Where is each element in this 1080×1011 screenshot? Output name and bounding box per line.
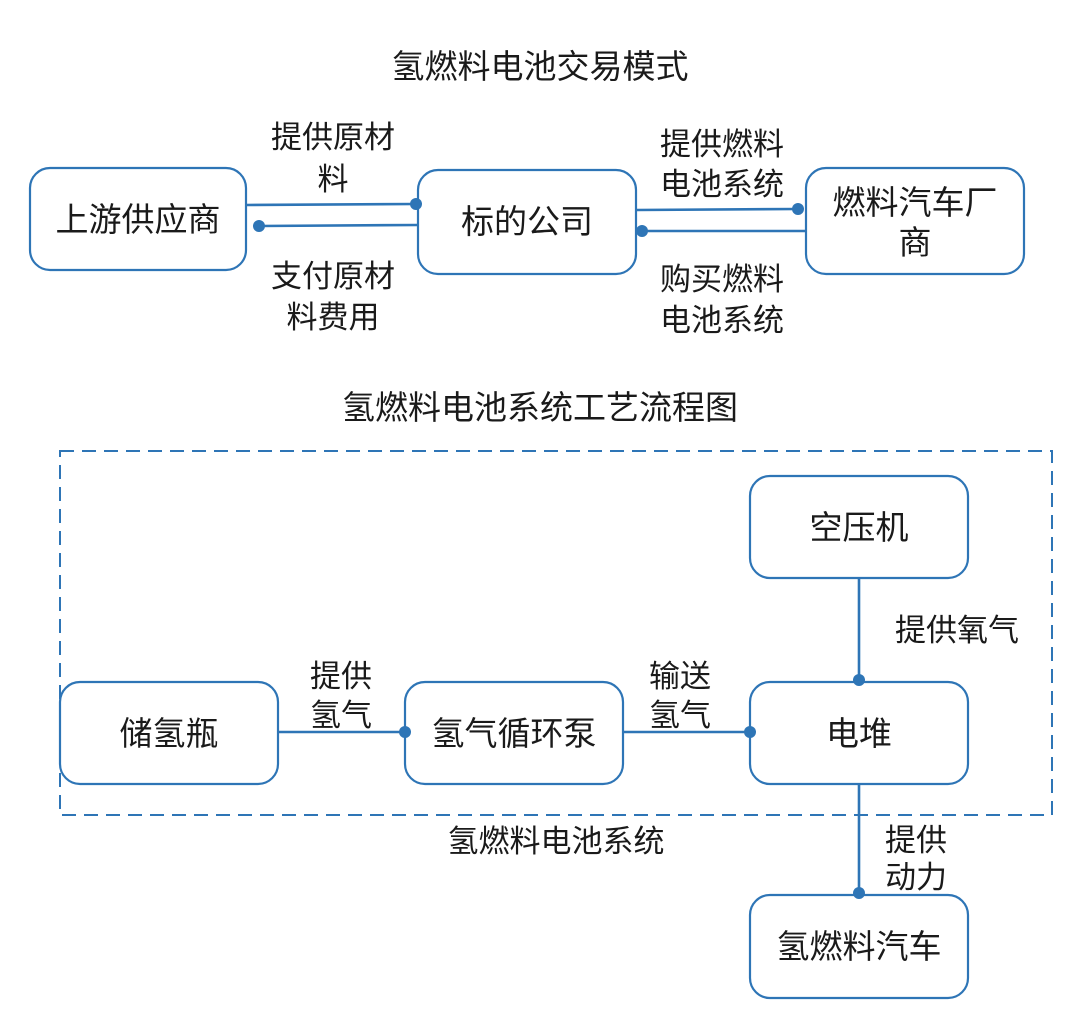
- edge-buy-fuel-cell-system-label-line2: 电池系统: [660, 303, 784, 339]
- edge-supply-raw-materials-label-line2: 料: [318, 162, 349, 198]
- edge-supply-hydrogen-label-line2: 氢气: [310, 698, 372, 734]
- node-target-company: 标的公司: [416, 168, 638, 276]
- edge-supply-oxygen-label: 提供氧气: [895, 613, 1019, 649]
- edge-supply-raw-materials-line: [245, 202, 417, 207]
- edge-supply-fuel-cell-system-line: [635, 207, 799, 212]
- node-hydrogen-pump: 氢气循环泵: [403, 680, 625, 786]
- edge-supply-oxygen: 提供氧气: [853, 578, 1019, 686]
- edge-supply-fuel-cell-system-label-line2: 电池系统: [660, 167, 784, 203]
- trading-model-title: 氢燃料电池交易模式: [392, 47, 689, 86]
- node-air-compressor: 空压机: [748, 474, 970, 580]
- edge-supply-raw-materials: 提供原材 料: [245, 120, 422, 210]
- process-flow-title: 氢燃料电池系统工艺流程图: [342, 388, 738, 427]
- edge-supply-power-arrowhead: [853, 887, 865, 899]
- edge-deliver-hydrogen-label-line1: 输送: [649, 659, 711, 695]
- edge-supply-raw-materials-label-line1: 提供原材: [271, 120, 395, 156]
- edge-supply-fuel-cell-system-arrowhead: [792, 203, 804, 215]
- node-vehicle-oem-label-line2: 商: [899, 223, 932, 262]
- edge-pay-raw-material-costs-line: [258, 223, 419, 228]
- edge-supply-hydrogen: 提供 氢气: [278, 659, 411, 738]
- edge-supply-fuel-cell-system-label-line1: 提供燃料: [660, 127, 784, 163]
- node-hydrogen-pump-label: 氢气循环泵: [432, 714, 597, 753]
- edge-supply-fuel-cell-system: 提供燃料 电池系统: [635, 127, 804, 215]
- edge-supply-power-label-line1: 提供: [885, 823, 947, 859]
- edge-supply-raw-materials-arrowhead: [410, 198, 422, 210]
- node-vehicle-oem-label-line1: 燃料汽车厂: [833, 183, 998, 222]
- node-air-compressor-label: 空压机: [810, 508, 909, 547]
- node-target-company-box: [416, 168, 638, 276]
- node-hydrogen-tank: 储氢瓶: [58, 680, 280, 786]
- edge-buy-fuel-cell-system: 购买燃料 电池系统: [636, 225, 806, 339]
- node-hydrogen-tank-label: 储氢瓶: [120, 714, 219, 753]
- edge-supply-oxygen-arrowhead: [853, 674, 865, 686]
- edge-buy-fuel-cell-system-arrowhead: [636, 225, 648, 237]
- node-hydrogen-vehicle-label: 氢燃料汽车: [777, 927, 942, 966]
- edge-supply-hydrogen-label-line1: 提供: [310, 659, 372, 695]
- edge-buy-fuel-cell-system-label-line1: 购买燃料: [660, 262, 784, 298]
- node-vehicle-oem: 燃料汽车厂 商: [804, 166, 1026, 276]
- edge-pay-raw-material-costs-arrowhead: [253, 220, 265, 232]
- node-target-company-label: 标的公司: [461, 202, 593, 241]
- node-upstream-supplier-label: 上游供应商: [56, 200, 221, 239]
- edge-deliver-hydrogen: 输送 氢气: [623, 659, 756, 738]
- fuel-cell-system-label: 氢燃料电池系统: [448, 824, 665, 860]
- node-fuel-cell-stack: 电堆: [748, 680, 970, 786]
- edge-supply-power-label-line2: 动力: [885, 860, 947, 896]
- fuel-cell-system-boundary: [59, 450, 1053, 816]
- edge-pay-raw-material-costs: 支付原材 料费用: [253, 220, 419, 336]
- node-upstream-supplier-box: [28, 166, 248, 272]
- edge-deliver-hydrogen-arrowhead: [744, 726, 756, 738]
- edge-supply-hydrogen-arrowhead: [399, 726, 411, 738]
- node-vehicle-oem-box: [804, 166, 1026, 276]
- edge-pay-raw-material-costs-label-line2: 料费用: [287, 300, 380, 336]
- node-fuel-cell-stack-label: 电堆: [826, 714, 892, 753]
- edge-deliver-hydrogen-label-line2: 氢气: [649, 698, 711, 734]
- node-upstream-supplier: 上游供应商: [28, 166, 248, 272]
- edge-pay-raw-material-costs-label-line1: 支付原材: [271, 259, 395, 295]
- node-hydrogen-vehicle: 氢燃料汽车: [748, 893, 970, 1000]
- edge-supply-power: 提供 动力: [853, 784, 947, 899]
